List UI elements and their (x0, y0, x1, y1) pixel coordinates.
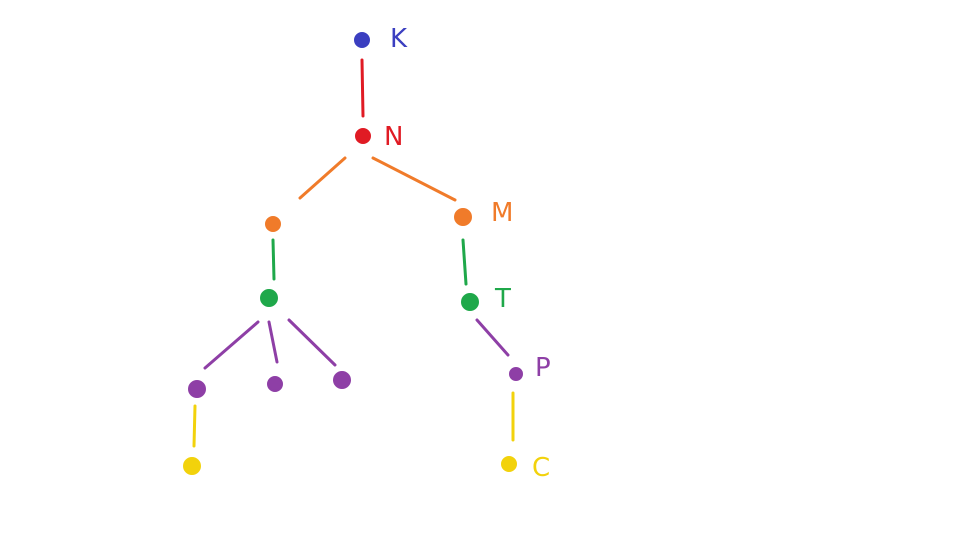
label-n: N (384, 122, 403, 152)
node-t (461, 293, 479, 311)
edges-layer (192, 58, 515, 448)
node-purple-b (267, 376, 283, 392)
label-m: M (491, 198, 513, 228)
nodes-layer (183, 32, 523, 475)
node-k (354, 32, 370, 48)
edge-left-green-to-purple-c (287, 318, 337, 367)
edge-left-orange-to-left-green (271, 238, 276, 281)
node-purple-a (188, 380, 206, 398)
edge-n-to-m (371, 156, 457, 202)
node-purple-c (333, 371, 351, 389)
edge-n-to-left-orange (298, 156, 347, 200)
edge-left-green-to-purple-a (203, 320, 260, 370)
node-left-green (260, 289, 278, 307)
label-c: C (532, 453, 550, 483)
label-p: P (535, 353, 551, 383)
edge-purple-a-to-yellow-left (192, 404, 197, 448)
node-p (509, 367, 523, 381)
node-m (454, 208, 472, 226)
node-n (355, 128, 371, 144)
labels-layer: K N M T P C (384, 24, 551, 483)
label-t: T (494, 284, 511, 314)
edge-t-to-p (475, 318, 510, 357)
edge-left-green-to-purple-b (267, 320, 279, 364)
node-left-orange (265, 216, 281, 232)
edge-k-to-n (360, 58, 365, 118)
node-yellow-left (183, 457, 201, 475)
edge-m-to-t (461, 238, 468, 286)
label-k: K (390, 24, 408, 54)
node-c (501, 456, 517, 472)
